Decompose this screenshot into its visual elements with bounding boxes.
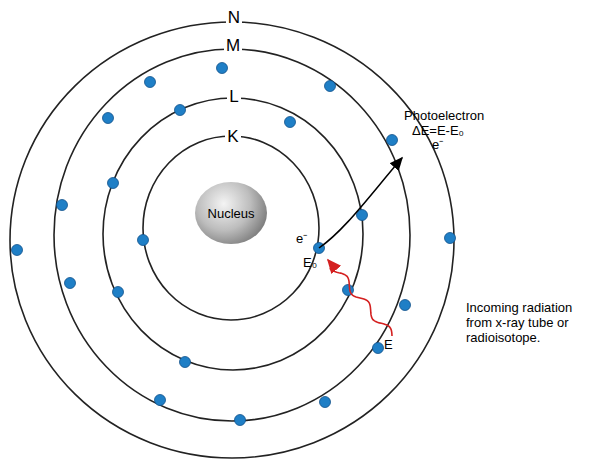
electron-dot <box>180 357 191 368</box>
electron-dot <box>373 343 384 354</box>
nucleus-label: Nucleus <box>208 206 255 221</box>
energy-label: E <box>384 337 393 352</box>
shell-letter: N <box>226 9 242 27</box>
electron-dot <box>108 178 119 189</box>
electron-dot <box>138 235 149 246</box>
radiation-note: Incoming radiation from x-ray tube or ra… <box>466 300 588 345</box>
photoelectron-label: Photoelectron <box>404 108 484 123</box>
electron-dot <box>145 77 156 88</box>
electron-dot <box>320 397 331 408</box>
shell-letter: K <box>225 128 240 146</box>
electron-dot <box>113 287 124 298</box>
shell-letter: L <box>227 88 240 106</box>
electron-label: e⁻ <box>296 231 307 246</box>
electron-dot <box>387 135 398 146</box>
shell-letter: M <box>224 37 242 55</box>
electron-dot <box>217 63 228 74</box>
electron-label: e⁻ <box>432 137 443 152</box>
energy-difference: ΔE=E-E₀ <box>412 123 464 138</box>
electron-dot <box>325 81 336 92</box>
electron-dot <box>155 395 166 406</box>
electron-dot <box>235 415 246 426</box>
electron-dot <box>285 117 296 128</box>
electron-dot <box>57 200 68 211</box>
electron-dot <box>103 113 114 124</box>
electron-dot <box>12 245 23 256</box>
nucleus-sphere: Nucleus <box>195 182 267 244</box>
electron-dot <box>65 278 76 289</box>
energy-label: E₀ <box>303 255 317 270</box>
electron-dot <box>445 233 456 244</box>
electron-dot <box>400 300 411 311</box>
electron-dot <box>175 105 186 116</box>
